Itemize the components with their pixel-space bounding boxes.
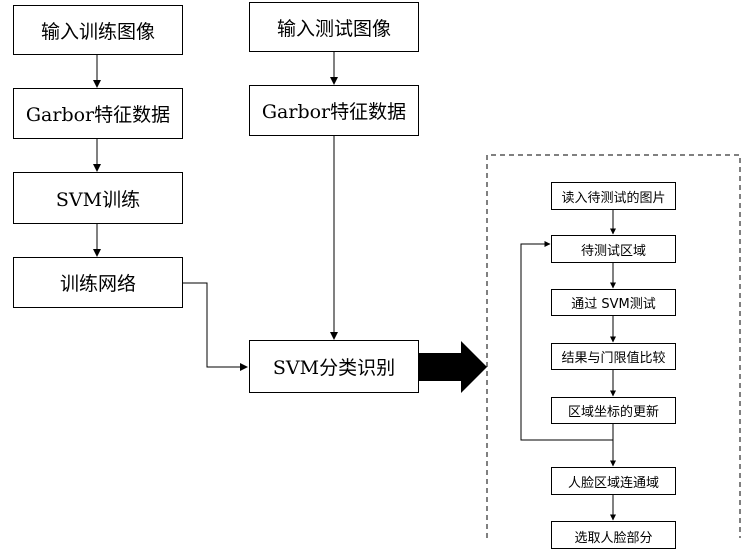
detail-step-test-region: 待测试区域 bbox=[551, 235, 676, 263]
big-block-arrow bbox=[419, 341, 487, 393]
detail-step-read-image: 读入待测试的图片 bbox=[551, 182, 676, 210]
train-gabor-label: Garbor特征数据 bbox=[25, 104, 171, 126]
train-input-box: 输入训练图像 bbox=[13, 5, 183, 55]
detail-step-svm-test: 通过 SVM测试 bbox=[551, 289, 676, 316]
detail-step-label: 读入待测试的图片 bbox=[561, 190, 666, 206]
arrow-network-to-classify bbox=[183, 282, 248, 371]
train-input-label: 输入训练图像 bbox=[40, 20, 155, 43]
detail-step-label: 结果与门限值比较 bbox=[561, 351, 666, 366]
flowchart-canvas: 输入训练图像 Garbor特征数据 SVM训练 训练网络 输入测试图像 Garb… bbox=[13, 2, 741, 549]
detail-step-select-face: 选取人脸部分 bbox=[551, 521, 676, 549]
detail-step-label: 通过 SVM测试 bbox=[571, 297, 656, 312]
test-gabor-label: Garbor特征数据 bbox=[261, 101, 407, 123]
training-network-label: 训练网络 bbox=[59, 273, 136, 295]
detail-step-threshold-compare: 结果与门限值比较 bbox=[551, 343, 676, 370]
train-gabor-box: Garbor特征数据 bbox=[13, 88, 183, 139]
detail-step-coordinate-update: 区域坐标的更新 bbox=[551, 397, 676, 424]
detail-dashed-border bbox=[486, 154, 741, 538]
training-network-box: 训练网络 bbox=[13, 257, 183, 308]
svm-training-box: SVM训练 bbox=[13, 172, 183, 224]
detail-step-label: 人脸区域连通域 bbox=[567, 475, 659, 491]
connector-layer bbox=[93, 52, 741, 538]
test-input-box: 输入测试图像 bbox=[249, 2, 419, 52]
svm-training-label: SVM训练 bbox=[55, 188, 141, 211]
detail-step-label: 选取人脸部分 bbox=[574, 531, 653, 546]
detail-step-connected-region: 人脸区域连通域 bbox=[551, 467, 676, 495]
svm-classify-label: SVM分类识别 bbox=[272, 357, 396, 379]
test-input-label: 输入测试图像 bbox=[276, 17, 391, 40]
svm-classify-box: SVM分类识别 bbox=[249, 340, 419, 393]
loop-back-arrow bbox=[520, 241, 613, 441]
detail-step-label: 待测试区域 bbox=[580, 243, 646, 259]
detail-step-label: 区域坐标的更新 bbox=[567, 405, 659, 420]
test-gabor-box: Garbor特征数据 bbox=[249, 85, 419, 136]
